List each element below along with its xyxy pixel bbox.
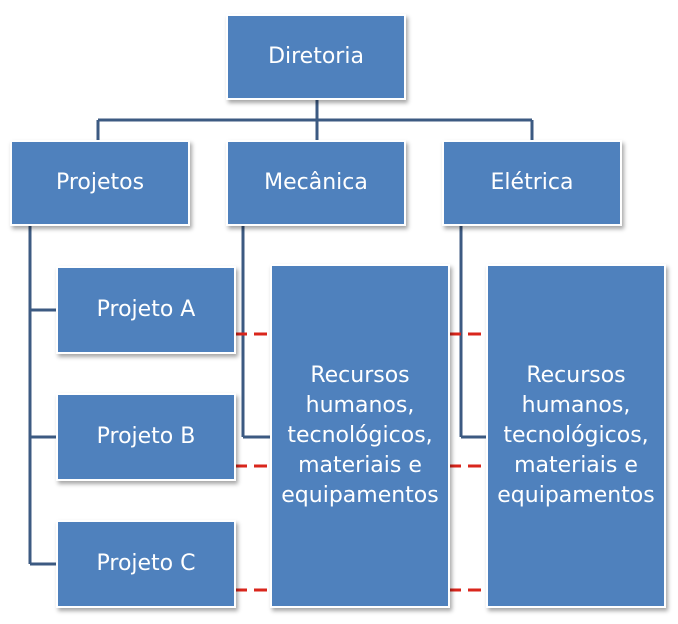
node-recursos-mecanica-label: Recursos humanos, tecnológicos, materiai… (281, 363, 439, 508)
node-diretoria: Diretoria (226, 14, 406, 100)
node-projetos-label: Projetos (55, 170, 145, 195)
node-projeto-b-label: Projeto B (96, 424, 196, 449)
node-eletrica: Elétrica (442, 140, 622, 226)
node-recursos-mecanica: Recursos humanos, tecnológicos, materiai… (270, 264, 450, 608)
node-projeto-c: Projeto C (56, 520, 236, 608)
node-eletrica-label: Elétrica (490, 170, 574, 195)
node-projeto-a: Projeto A (56, 266, 236, 354)
node-recursos-eletrica: Recursos humanos, tecnológicos, materiai… (486, 264, 666, 608)
node-mecanica: Mecânica (226, 140, 406, 226)
node-projeto-c-label: Projeto C (96, 551, 196, 576)
node-projeto-a-label: Projeto A (96, 297, 196, 322)
node-diretoria-label: Diretoria (268, 44, 364, 69)
node-mecanica-label: Mecânica (264, 170, 368, 195)
node-projetos: Projetos (10, 140, 190, 226)
node-projeto-b: Projeto B (56, 393, 236, 481)
node-recursos-eletrica-label: Recursos humanos, tecnológicos, materiai… (497, 363, 655, 508)
